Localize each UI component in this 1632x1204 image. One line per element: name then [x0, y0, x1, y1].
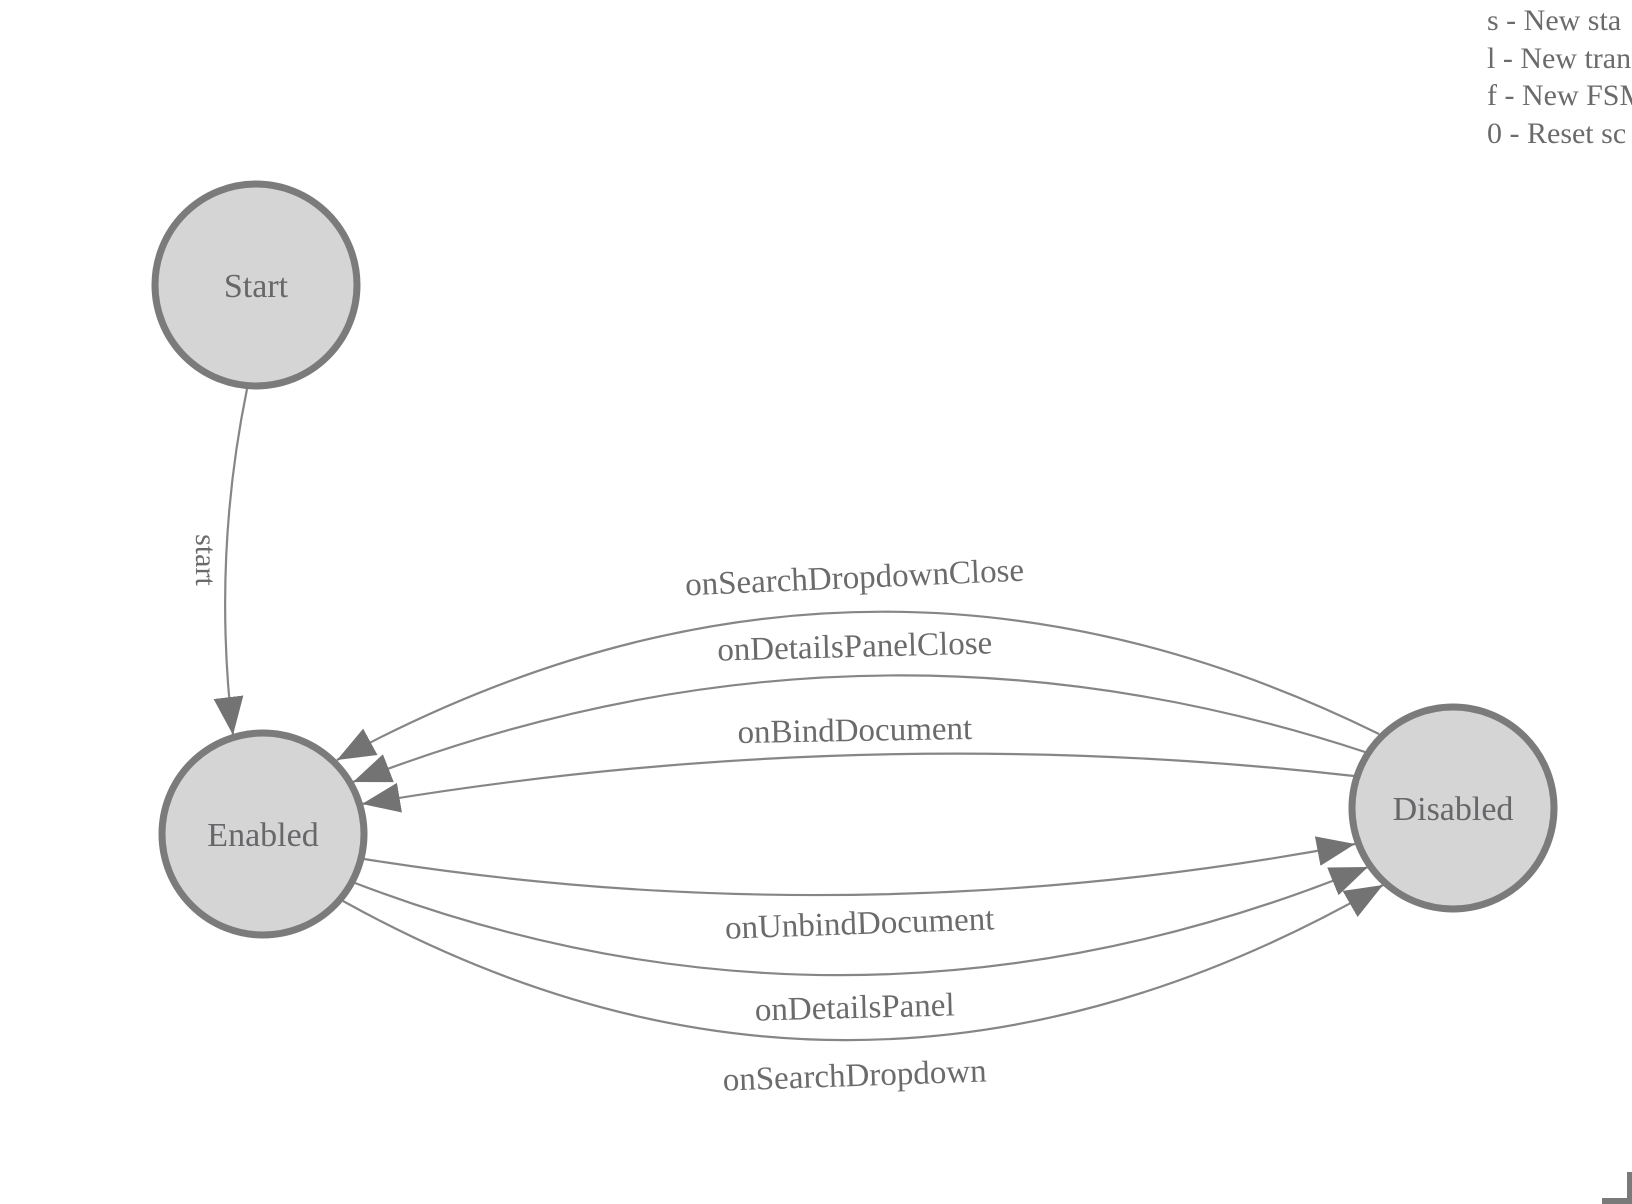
state-label-start: Start	[224, 268, 289, 305]
state-node-enabled[interactable]: Enabled	[158, 729, 368, 939]
legend-line-new-transition: l - New tran	[1487, 42, 1631, 75]
transition-edge-onbinddocument	[361, 752, 1355, 813]
transition-label-onsearchdropdownclose: onSearchDropdownClose	[684, 553, 1024, 604]
corner-mark-vertical-bar	[1627, 1172, 1632, 1204]
transition-edge-onsearchdropdownclose	[336, 610, 1380, 761]
transition-edge-start	[213, 388, 249, 736]
state-node-disabled[interactable]: Disabled	[1348, 703, 1558, 913]
transition-label-onunbinddocument: onUnbindDocument	[724, 901, 995, 946]
transition-edge-onsearchdropdown	[342, 884, 1384, 1042]
corner-mark	[1602, 1172, 1632, 1204]
transition-label-ondetailspanelclose: onDetailsPanelClose	[717, 625, 993, 668]
transition-edge-ondetailspanelclose	[352, 674, 1366, 784]
legend-line-reset-scale: 0 - Reset sc	[1487, 117, 1626, 150]
corner-mark-horizontal-bar	[1602, 1198, 1632, 1204]
transition-edge-onunbinddocument	[363, 836, 1356, 897]
state-label-enabled: Enabled	[207, 817, 318, 854]
state-circle-start[interactable]	[151, 180, 361, 390]
legend-line-new-fsm: f - New FSM	[1487, 79, 1632, 112]
transition-label-onsearchdropdown: onSearchDropdown	[722, 1053, 987, 1098]
transition-label-ondetailspanel: onDetailsPanel	[754, 987, 955, 1028]
transition-label-start: start	[189, 534, 222, 586]
state-label-disabled: Disabled	[1393, 791, 1514, 828]
state-node-start[interactable]: Start	[151, 180, 361, 390]
state-circle-disabled[interactable]	[1348, 703, 1558, 913]
transition-edge-ondetailspanel	[354, 865, 1369, 977]
state-circle-enabled[interactable]	[158, 729, 368, 939]
transition-label-onbinddocument: onBindDocument	[737, 711, 972, 751]
legend-line-new-state: s - New sta	[1487, 4, 1621, 37]
transition-edges	[213, 388, 1384, 1042]
legend-shortcuts: s - New sta l - New tran f - New FSM 0 -…	[1487, 4, 1632, 150]
